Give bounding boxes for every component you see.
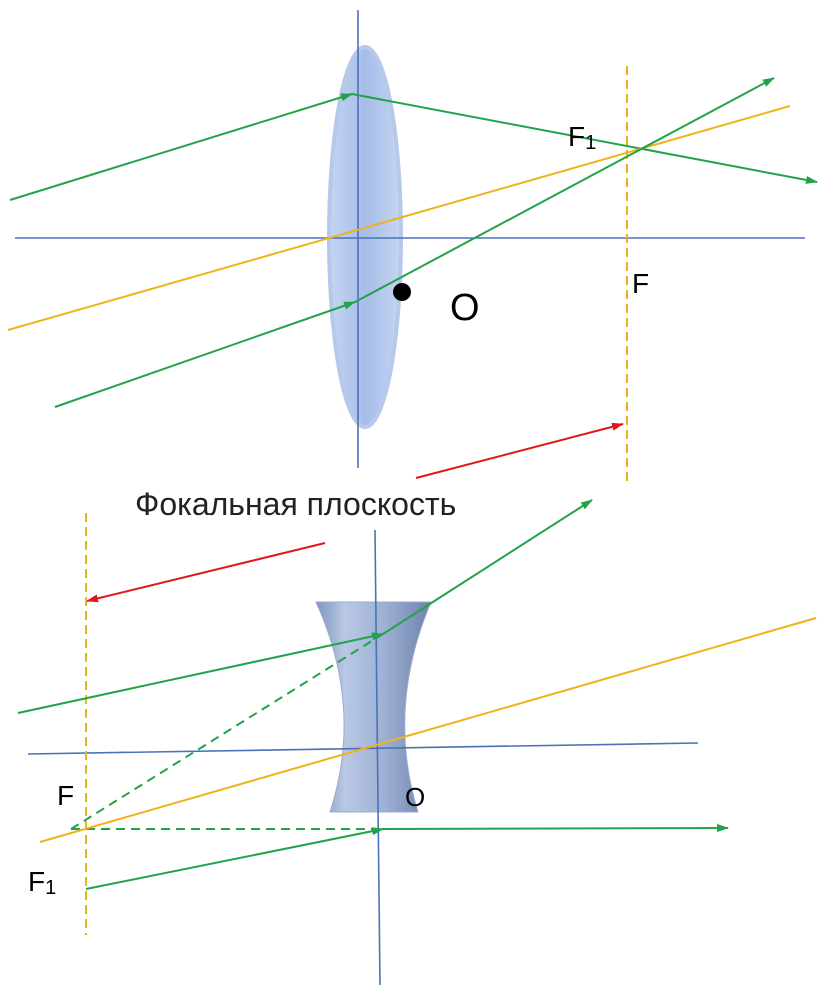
bottom-lens-vertical-axis	[374, 529, 381, 986]
focal-plane-caption-group: Фокальная плоскость	[86, 422, 624, 603]
bottom-upper-incident-ray	[17, 632, 384, 714]
converging-lens-diagram: F1 F O	[7, 10, 818, 485]
diverging-lens	[315, 601, 432, 813]
diverging-lens-diagram: F F1 O	[17, 499, 817, 986]
converging-lens	[327, 45, 403, 429]
pointer-to-top-focal-plane	[415, 422, 624, 479]
bottom-lower-incident-ray	[85, 827, 384, 890]
top-lower-refracted-ray	[354, 77, 775, 303]
pointer-to-bottom-focal-plane	[86, 542, 326, 603]
top-upper-refracted-ray	[351, 93, 818, 184]
bottom-secondary-focus-label: F1	[28, 866, 56, 899]
bottom-upper-refracted-ray	[382, 499, 593, 635]
bottom-lower-refracted-ray	[382, 824, 729, 833]
top-upper-incident-ray	[9, 93, 353, 201]
top-secondary-focus-label: F1	[568, 121, 596, 154]
bottom-virtual-extension-upper	[70, 633, 384, 830]
bottom-focus-label: F	[57, 780, 74, 811]
bottom-center-label: O	[405, 782, 425, 812]
top-central-ray	[7, 105, 791, 331]
focal-plane-caption: Фокальная плоскость	[135, 486, 456, 522]
top-center-label: O	[450, 287, 480, 329]
bottom-central-ray	[39, 617, 817, 843]
top-lower-incident-ray	[54, 301, 356, 408]
top-focus-label: F	[632, 268, 649, 299]
top-center-point	[393, 283, 411, 301]
